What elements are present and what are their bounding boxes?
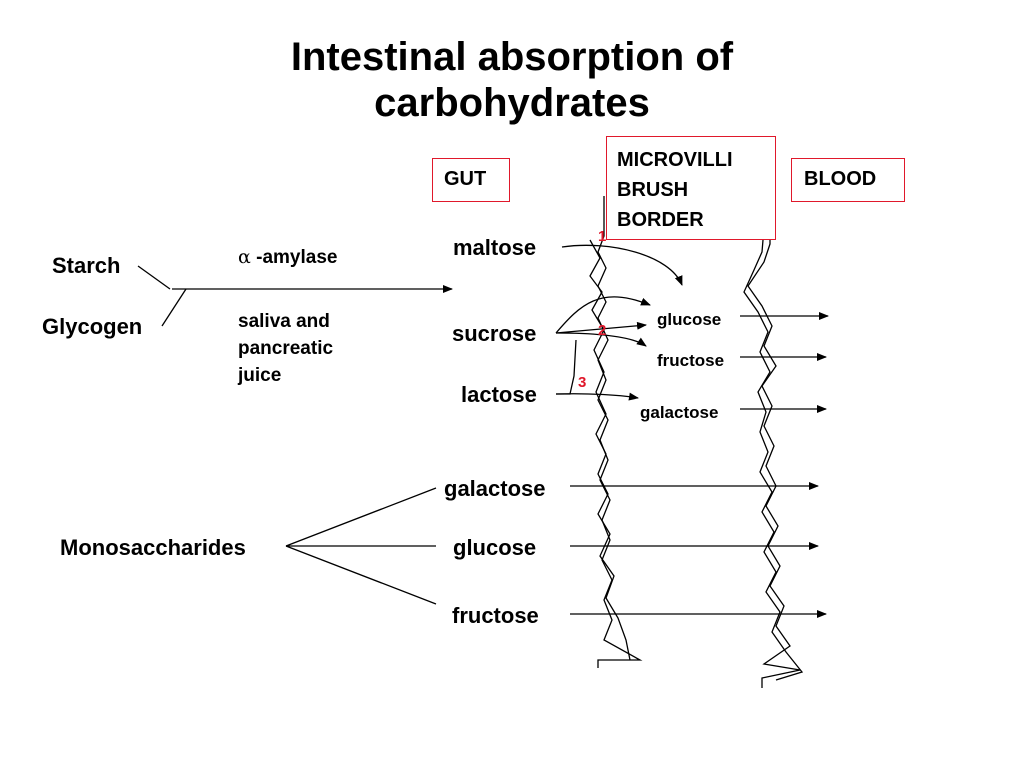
page-title-line-1: Intestinal absorption of [290,35,734,79]
page-title-line-2: carbohydrates [374,81,650,125]
mono-glucose-label: glucose [453,535,537,560]
sucrose-to-glucose-arrow [555,296,651,334]
alpha-symbol: α [238,246,251,268]
enzyme-source-line-1: saliva and [238,311,330,332]
maltose-arrow [561,244,683,286]
blood-membrane-line-a [747,214,801,688]
enzyme-number-3: 3 [578,374,587,391]
microvilli-box: MICROVILLI BRUSH BORDER [606,136,776,240]
starch-label: Starch [52,253,121,278]
sucrose-to-fructose-arrow [555,332,647,347]
product-galactose: galactose [640,403,719,422]
mono-branch-galactose [285,487,437,547]
starch-connector [137,265,171,290]
lactose-label: lactose [461,382,537,407]
gut-membrane-line-b [589,239,631,661]
enzyme-source-line-2: pancreatic [238,338,334,359]
lactose-arrow [555,392,639,401]
maltose-label: maltose [453,235,537,260]
enzyme-source: saliva and pancreatic juice [238,308,333,389]
monosaccharides-label: Monosaccharides [60,535,246,560]
gut-membrane-line-a [597,196,643,668]
blood-box: BLOOD [791,158,905,202]
microvilli-line-1: MICROVILLI [617,149,733,171]
enzyme-number-2: 2 [598,322,607,339]
product-fructose: fructose [657,351,725,370]
glycogen-connector [161,288,187,327]
microvilli-line-2: BRUSH [617,179,689,201]
mono-branch-fructose [285,545,437,605]
sucrose-label: sucrose [452,321,537,346]
lactose-hook [556,339,577,395]
amylase-label: α -amylase [238,246,337,269]
glycogen-label: Glycogen [42,314,143,339]
enzyme-number-1: 1 [598,228,607,245]
mono-fructose-label: fructose [452,603,539,628]
enzyme-source-line-3: juice [238,365,282,386]
sucrose-to-glucose-arrow-2 [555,321,647,334]
amylase-name: -amylase [256,247,338,268]
gut-box: GUT [432,158,510,202]
microvilli-line-3: BORDER [617,209,704,231]
blood-membrane-line-b [743,227,804,681]
mono-galactose-label: galactose [444,476,546,501]
product-glucose: glucose [657,310,722,329]
gut-label: GUT [444,168,487,190]
blood-label: BLOOD [804,168,877,190]
